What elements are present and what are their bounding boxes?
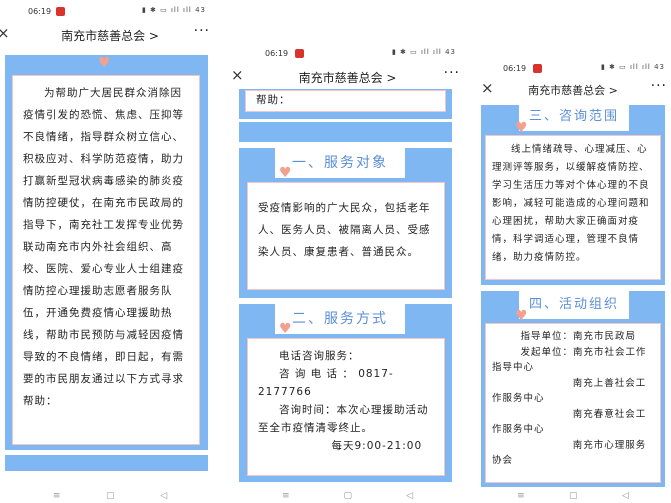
system-nav-bar: ≡ ▢ ◁ [0, 491, 220, 503]
home-icon[interactable]: ▢ [106, 491, 115, 501]
clock: 06:19 [503, 64, 527, 73]
menu-icon[interactable]: ≡ [517, 491, 525, 501]
clock: 06:19 [28, 7, 52, 16]
organizer-2: 南充春意社会工作服务中心 [492, 408, 647, 436]
title-bar: × 南充市慈善总会 > ··· [475, 77, 671, 103]
guide-unit: 指导单位：南充市民政局 [520, 331, 637, 342]
battery-level: 43 [195, 6, 206, 14]
page-title[interactable]: 南充市慈善总会 > [298, 71, 397, 85]
home-icon[interactable]: ▢ [343, 491, 353, 501]
system-nav-bar: ≡ ▢ ◁ [225, 491, 470, 503]
signal-battery-icons: ▮ ✱ ▭ ıll ıll 43 [600, 63, 665, 71]
divider-band [239, 122, 452, 142]
back-icon[interactable]: ◁ [621, 491, 629, 501]
app-notification-icon [533, 64, 542, 73]
page-title[interactable]: 南充市慈善总会 > [61, 29, 159, 43]
screenshot-panel-3: 06:19 ▮ ✱ ▭ ıll ıll 43 × 南充市慈善总会 > ··· 三… [475, 55, 671, 503]
close-icon[interactable]: × [481, 79, 494, 97]
organization-card: 指导单位：南充市民政局 发起单位：南充市社会工作指导中心 南充上善社会工作服务中… [485, 323, 661, 483]
signal-battery-icons: ▮ ✱ ▭ ıll ıll 43 [391, 48, 456, 56]
service-target-card: 受疫情影响的广大民众，包括老年人、医务人员、被隔离人员、受感染人员、康复患者、普… [247, 182, 445, 290]
back-icon[interactable]: ◁ [406, 491, 413, 501]
menu-icon[interactable]: ≡ [282, 491, 290, 501]
organizer-3: 南充市心理服务协会 [492, 439, 647, 467]
title-bar: × 南充市慈善总会 > ··· [225, 64, 470, 90]
heart-icon: ♥ [279, 165, 292, 181]
organizer-1: 南充上善社会工作服务中心 [492, 377, 647, 405]
intro-text-tail: 帮助： [256, 94, 291, 106]
close-icon[interactable]: × [0, 24, 10, 42]
battery-level: 43 [445, 48, 456, 56]
status-bar: 06:19 ▮ ✱ ▭ ıll ıll 43 [475, 59, 671, 79]
section-title-organization: 四、活动组织 [519, 291, 629, 319]
section-title-service-target: 一、服务对象 [275, 148, 405, 178]
intro-card: 为帮助广大居民群众消除因疫情引发的恐慌、焦虑、压抑等不良情绪，指导群众树立信心、… [12, 75, 200, 445]
service-target-text: 受疫情影响的广大民众，包括老年人、医务人员、被隔离人员、受感染人员、康复患者、普… [258, 202, 431, 258]
divider-band [5, 455, 208, 471]
more-icon[interactable]: ··· [650, 78, 667, 94]
daily-hours: 每天9:00-21:00 [331, 440, 423, 452]
section-title-service-method: 二、服务方式 [275, 304, 405, 334]
system-nav-bar: ≡ ▢ ◁ [475, 491, 671, 503]
section-title-consult-scope: 三、咨询范围 [519, 103, 629, 131]
heart-icon: ♥ [98, 55, 111, 71]
consult-scope-card: 线上情绪疏导、心理减压、心理测评等服务，以缓解疫情防控、学习生活压力等对个体心理… [485, 135, 661, 280]
clock: 06:19 [265, 49, 289, 58]
heart-icon: ♥ [515, 120, 528, 136]
phone-service-label: 电话咨询服务： [279, 350, 360, 362]
battery-level: 43 [654, 63, 665, 71]
page-title[interactable]: 南充市慈善总会 > [528, 84, 618, 97]
screenshot-panel-2: 06:19 ▮ ✱ ▭ ıll ıll 43 × 南充市慈善总会 > ··· 帮… [225, 40, 470, 503]
consult-phone[interactable]: 咨 询 电 话 ： 0817-2177766 [258, 368, 394, 398]
status-bar: 06:19 ▮ ✱ ▭ ıll ıll 43 [225, 44, 470, 64]
signal-battery-icons: ▮ ✱ ▭ ıll ıll 43 [141, 6, 206, 14]
consult-time: 咨询时间：本次心理援助活动至全市疫情清零终止。 [258, 404, 429, 434]
more-icon[interactable]: ··· [443, 65, 460, 81]
back-icon[interactable]: ◁ [160, 491, 168, 501]
intro-text: 为帮助广大居民群众消除因疫情引发的恐慌、焦虑、压抑等不良情绪，指导群众树立信心、… [23, 87, 184, 407]
menu-icon[interactable]: ≡ [52, 491, 61, 501]
consult-scope-text: 线上情绪疏导、心理减压、心理测评等服务，以缓解疫情防控、学习生活压力等对个体心理… [492, 144, 650, 263]
screenshot-panel-1: 06:19 ▮ ✱ ▭ ıll ıll 43 × 南充市慈善总会 > ··· ♥… [0, 0, 220, 503]
app-notification-icon [56, 7, 65, 16]
app-notification-icon [295, 49, 304, 58]
service-method-card: 电话咨询服务： 咨 询 电 话 ： 0817-2177766 咨询时间：本次心理… [247, 338, 445, 476]
more-icon[interactable]: ··· [193, 23, 210, 39]
intro-card-tail: 帮助： [245, 90, 446, 112]
status-bar: 06:19 ▮ ✱ ▭ ıll ıll 43 [0, 2, 220, 22]
home-icon[interactable]: ▢ [569, 491, 578, 501]
initiator-unit: 发起单位：南充市社会工作指导中心 [492, 346, 647, 374]
heart-icon: ♥ [279, 321, 292, 337]
heart-icon: ♥ [515, 308, 528, 324]
title-bar: × 南充市慈善总会 > ··· [0, 22, 220, 48]
close-icon[interactable]: × [231, 66, 244, 84]
